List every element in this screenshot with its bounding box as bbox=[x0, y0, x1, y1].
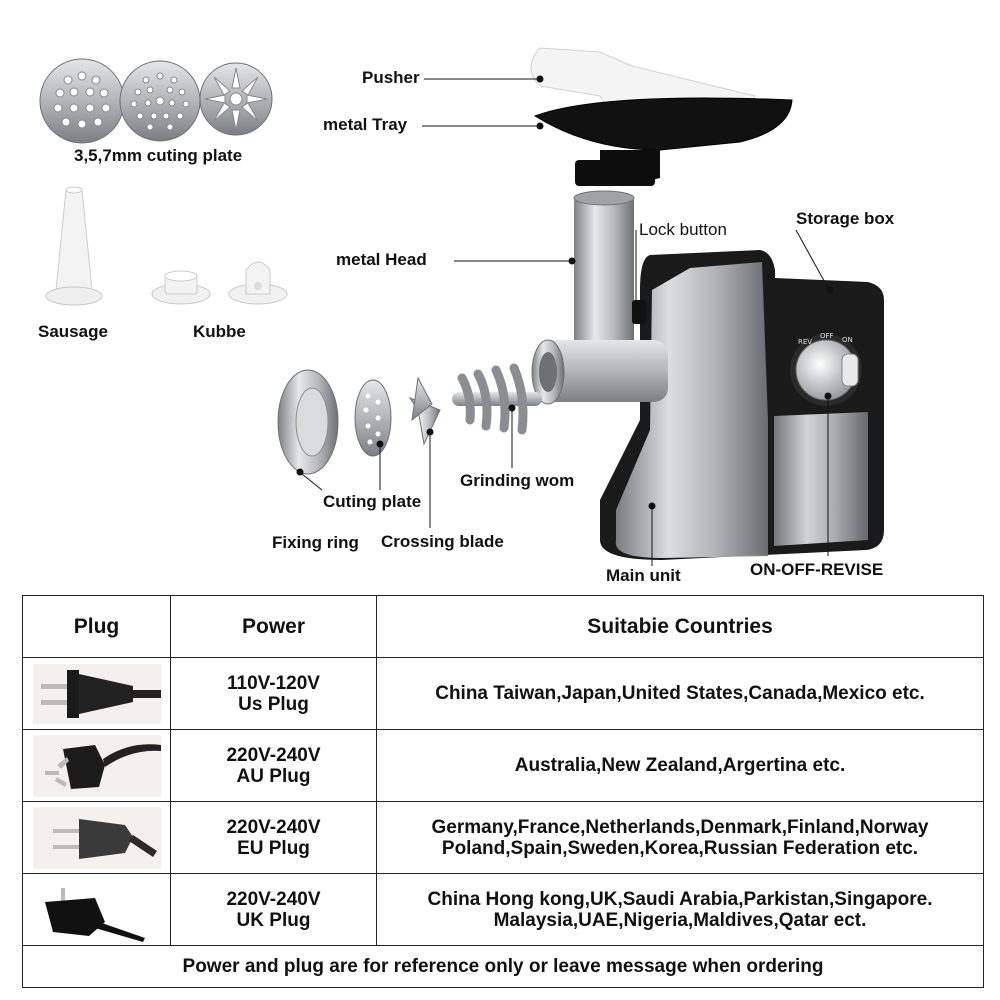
voltage-text: 220V-240V bbox=[226, 888, 321, 910]
us-plug-icon bbox=[32, 663, 161, 724]
fixing-ring-image bbox=[277, 369, 339, 475]
plug-type-text: EU Plug bbox=[237, 837, 310, 859]
plug-type-text: UK Plug bbox=[236, 909, 311, 931]
countries-text-line-2: Poland,Spain,Sweden,Korea,Russian Federa… bbox=[441, 837, 919, 859]
product-diagram: REV OFF ON bbox=[38, 47, 895, 585]
sausage-label: Sausage bbox=[38, 322, 108, 341]
power-cell: 220V-240V UK Plug bbox=[170, 873, 377, 946]
pusher-label: Pusher bbox=[362, 68, 420, 87]
countries-cell: China Taiwan,Japan,United States,Canada,… bbox=[376, 657, 984, 730]
countries-text-line-1: Germany,France,Netherlands,Denmark,Finla… bbox=[431, 816, 929, 838]
cutting-plates-label: 3,5,7mm cuting plate bbox=[74, 146, 243, 165]
plug-cell bbox=[22, 801, 171, 874]
power-cell: 220V-240V AU Plug bbox=[170, 729, 377, 802]
countries-text-line-2: Malaysia,UAE,Nigeria,Maldives,Qatar ect. bbox=[493, 909, 867, 931]
leader-lines bbox=[296, 75, 834, 566]
crossing-blade-label: Crossing blade bbox=[381, 532, 504, 551]
table-row: 220V-240V AU Plug Australia,New Zealand,… bbox=[22, 729, 984, 802]
au-plug-icon bbox=[32, 734, 161, 797]
countries-cell: Australia,New Zealand,Argertina etc. bbox=[376, 729, 984, 802]
plug-spec-table: Plug Power Suitabie Countries 110V-120V … bbox=[22, 595, 984, 988]
product-illustration: REV OFF ON bbox=[39, 47, 884, 566]
table-row: 220V-240V UK Plug China Hong kong,UK,Sau… bbox=[22, 873, 984, 946]
cuting-plate-image bbox=[354, 379, 392, 457]
voltage-text: 220V-240V bbox=[226, 816, 321, 838]
table-row: 110V-120V Us Plug China Taiwan,Japan,Uni… bbox=[22, 657, 984, 730]
countries-cell: China Hong kong,UK,Saudi Arabia,Parkista… bbox=[376, 873, 984, 946]
main-unit-label: Main unit bbox=[606, 566, 681, 585]
lock-button-label: Lock button bbox=[639, 220, 727, 239]
eu-plug-icon bbox=[32, 806, 161, 869]
metal-tray-label: metal Tray bbox=[323, 115, 408, 134]
grinding-worm-label: Grinding wom bbox=[460, 471, 575, 490]
on-off-revise-label: ON-OFF-REVISE bbox=[750, 560, 884, 579]
plate-5mm-icon bbox=[119, 60, 201, 142]
uk-plug-icon bbox=[32, 877, 161, 942]
cuting-plate-label: Cuting plate bbox=[323, 492, 422, 511]
metal-head-image bbox=[531, 190, 668, 405]
plate-7mm-icon bbox=[199, 62, 273, 136]
power-cell: 110V-120V Us Plug bbox=[170, 657, 377, 730]
plug-type-text: Us Plug bbox=[238, 693, 309, 715]
knob-on-label: ON bbox=[842, 336, 853, 344]
countries-text: China Taiwan,Japan,United States,Canada,… bbox=[435, 683, 925, 704]
storage-box-label: Storage box bbox=[796, 209, 895, 228]
voltage-text: 220V-240V bbox=[226, 744, 321, 766]
kubbe-attachment-image bbox=[151, 261, 288, 305]
countries-cell: Germany,France,Netherlands,Denmark,Finla… bbox=[376, 801, 984, 874]
grinding-worm-image bbox=[452, 363, 542, 435]
metal-tray-image bbox=[533, 97, 793, 186]
knob-off-label: OFF bbox=[820, 332, 834, 340]
metal-head-label: metal Head bbox=[336, 250, 427, 269]
table-row: 220V-240V EU Plug Germany,France,Netherl… bbox=[22, 801, 984, 874]
plug-cell bbox=[22, 873, 171, 946]
sausage-nozzle-image bbox=[45, 186, 103, 306]
main-unit-image: REV OFF ON bbox=[600, 250, 884, 560]
cutting-plates-image bbox=[39, 58, 273, 144]
power-cell: 220V-240V EU Plug bbox=[170, 801, 377, 874]
voltage-text: 110V-120V bbox=[227, 672, 320, 694]
header-power: Power bbox=[170, 595, 377, 658]
kubbe-label: Kubbe bbox=[193, 322, 246, 341]
knob-rev-label: REV bbox=[798, 338, 812, 346]
countries-text-line-1: China Hong kong,UK,Saudi Arabia,Parkista… bbox=[427, 888, 933, 910]
plate-3mm-icon bbox=[39, 58, 125, 144]
header-plug: Plug bbox=[22, 595, 171, 658]
plug-cell bbox=[22, 729, 171, 802]
footer-note: Power and plug are for reference only or… bbox=[22, 945, 984, 988]
plug-type-text: AU Plug bbox=[236, 765, 311, 787]
header-countries: Suitabie Countries bbox=[376, 595, 984, 658]
table-header-row: Plug Power Suitabie Countries bbox=[22, 595, 984, 658]
crossing-blade-image bbox=[408, 376, 441, 446]
plug-cell bbox=[22, 657, 171, 730]
fixing-ring-label: Fixing ring bbox=[272, 533, 359, 552]
table-footer-row: Power and plug are for reference only or… bbox=[22, 945, 984, 988]
countries-text: Australia,New Zealand,Argertina etc. bbox=[514, 755, 846, 776]
